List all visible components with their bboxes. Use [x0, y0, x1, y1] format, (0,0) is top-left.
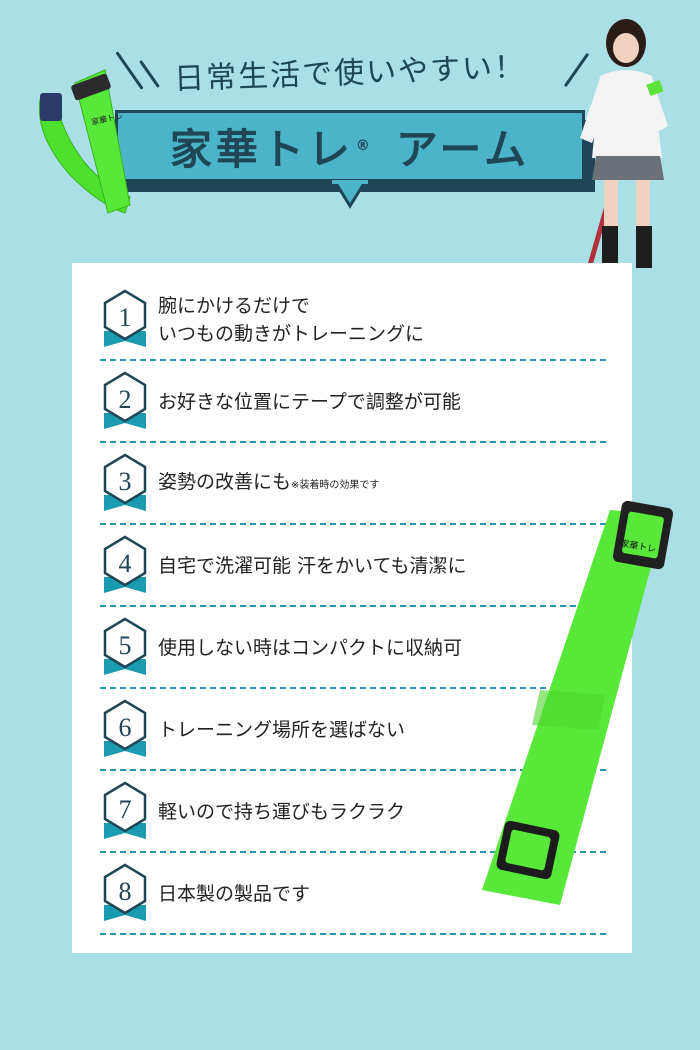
feature-number: 8	[119, 877, 132, 906]
feature-line: いつもの動きがトレーニングに	[158, 323, 425, 345]
feature-line: お好きな位置にテープで調整が可能	[158, 391, 461, 413]
feature-note: ※装着時の効果です	[291, 480, 380, 491]
number-badge-icon: 7	[103, 781, 147, 839]
number-badge-icon: 5	[103, 617, 147, 675]
number-badge-icon: 4	[103, 535, 147, 593]
feature-line: 姿勢の改善にも	[158, 471, 292, 493]
tagline: 日常生活で使いやすい！	[173, 49, 527, 98]
feature-text: 軽いので持ち運びもラクラク	[158, 775, 606, 849]
feature-item-4: 4 自宅で洗濯可能 汗をかいても清潔に	[100, 529, 606, 607]
product-title: 家華トレ	[169, 124, 354, 174]
product-image-small: 家華トレ	[38, 69, 131, 214]
feature-item-3: 3 姿勢の改善にも※装着時の効果です	[100, 447, 606, 525]
number-badge-icon: 3	[103, 453, 147, 511]
feature-text: 自宅で洗濯可能 汗をかいても清潔に	[158, 529, 606, 603]
feature-text: トレーニング場所を選ばない	[158, 693, 606, 767]
feature-text: 使用しない時はコンパクトに収納可	[158, 611, 606, 685]
feature-number: 2	[119, 385, 132, 414]
feature-line: 使用しない時はコンパクトに収納可	[158, 637, 463, 659]
feature-item-2: 2 お好きな位置にテープで調整が可能	[100, 365, 606, 443]
feature-line: トレーニング場所を選ばない	[158, 719, 406, 741]
feature-line: 日本製の製品です	[158, 883, 311, 905]
arm-strap-product-image: 家華トレ	[482, 500, 674, 905]
feature-item-8: 8 日本製の製品です	[100, 857, 606, 935]
feature-text: 腕にかけるだけで いつもの動きがトレーニングに	[158, 283, 606, 357]
feature-text: 姿勢の改善にも※装着時の効果です	[158, 447, 606, 521]
number-badge-icon: 1	[103, 289, 147, 347]
feature-number: 5	[119, 631, 132, 660]
feature-number: 6	[119, 713, 132, 742]
product-title-suffix: アーム	[395, 124, 531, 174]
person-vacuuming-illustration	[550, 19, 668, 300]
feature-item-6: 6 トレーニング場所を選ばない	[100, 693, 606, 771]
title-banner: 家華トレ® アーム	[115, 110, 585, 182]
feature-text: お好きな位置にテープで調整が可能	[158, 365, 606, 439]
feature-text: 日本製の製品です	[158, 857, 606, 931]
number-badge-icon: 8	[103, 863, 147, 921]
feature-number: 7	[119, 795, 132, 824]
speech-pointer-icon	[332, 180, 368, 209]
registered-mark: ®	[355, 138, 374, 154]
feature-item-7: 7 軽いので持ち運びもラクラク	[100, 775, 606, 853]
feature-line: 腕にかけるだけで	[158, 295, 311, 317]
feature-item-1: 1 腕にかけるだけで いつもの動きがトレーニングに	[100, 283, 606, 361]
feature-number: 4	[119, 549, 132, 578]
number-badge-icon: 6	[103, 699, 147, 757]
feature-line: 軽いので持ち運びもラクラク	[158, 801, 406, 823]
number-badge-icon: 2	[103, 371, 147, 429]
feature-card: 1 腕にかけるだけで いつもの動きがトレーニングに 2 お好きな位置にテープで調…	[72, 263, 632, 953]
feature-number: 3	[119, 467, 132, 496]
feature-item-5: 5 使用しない時はコンパクトに収納可	[100, 611, 606, 689]
feature-line: 自宅で洗濯可能 汗をかいても清潔に	[158, 555, 467, 577]
feature-number: 1	[119, 303, 132, 332]
